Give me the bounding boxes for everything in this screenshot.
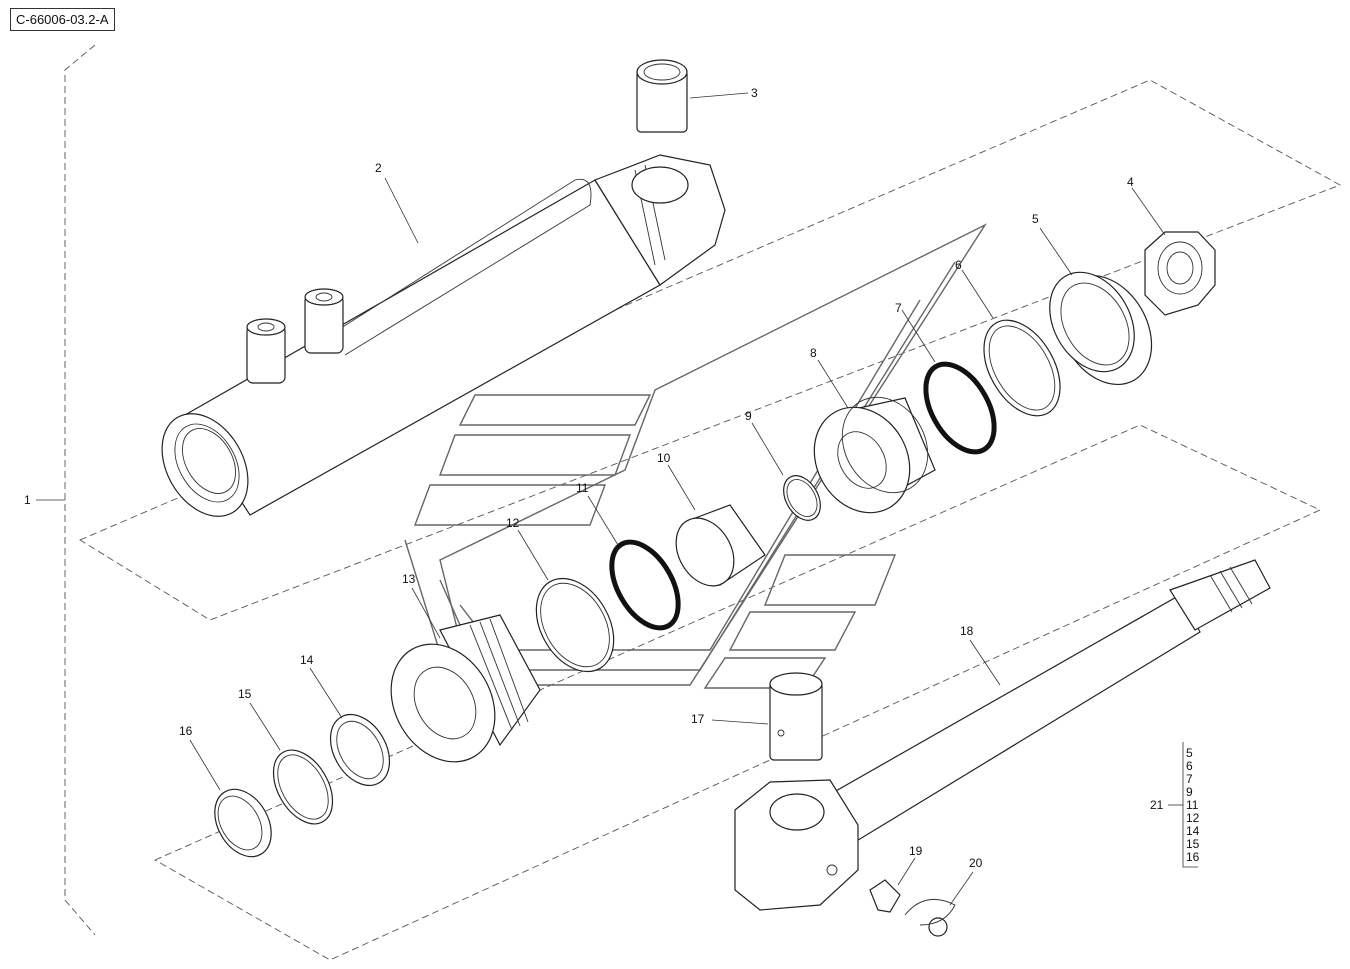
backup-ring <box>272 749 334 825</box>
callout-4: 4 <box>1127 175 1134 189</box>
piston <box>813 396 936 514</box>
callout-11: 11 <box>576 481 589 495</box>
callouts: 1 2 3 4 5 6 7 8 9 10 11 12 13 14 15 16 1… <box>24 86 1164 870</box>
callout-13: 13 <box>402 572 416 586</box>
cylinder-barrel <box>161 154 726 517</box>
callout-5: 5 <box>1032 212 1039 226</box>
piston-o-ring <box>923 361 997 455</box>
eye-bushing <box>636 59 688 133</box>
callout-15: 15 <box>238 687 252 701</box>
kit-item: 14 <box>1186 824 1200 838</box>
kit-item: 9 <box>1186 785 1193 799</box>
wear-ring <box>1049 271 1153 386</box>
fitting-cap <box>904 898 956 937</box>
kit-item: 12 <box>1186 811 1200 825</box>
piston-rod <box>734 559 1271 911</box>
callout-16: 16 <box>179 724 193 738</box>
callout-20: 20 <box>969 856 983 870</box>
kit-item: 6 <box>1186 759 1193 773</box>
dust-ring <box>214 788 272 858</box>
cylinder-head <box>390 614 541 763</box>
rod-seal <box>609 539 681 631</box>
piston-seal-ring <box>983 319 1061 417</box>
assembly-bracket <box>36 44 96 936</box>
callout-6: 6 <box>955 258 962 272</box>
callout-2: 2 <box>375 161 382 175</box>
leader-lines <box>189 92 1183 906</box>
callout-19: 19 <box>909 844 923 858</box>
grease-fitting <box>869 879 901 913</box>
callout-10: 10 <box>657 451 671 465</box>
head-o-ring <box>535 577 615 673</box>
kit-contents-list: 5 6 7 9 11 12 14 15 16 <box>1182 742 1200 868</box>
wiper-seal <box>329 714 391 786</box>
kit-item: 16 <box>1186 850 1200 864</box>
callout-7: 7 <box>895 301 902 315</box>
callout-14: 14 <box>300 653 314 667</box>
inner-o-ring <box>783 475 821 521</box>
callout-3: 3 <box>751 86 758 100</box>
callout-17: 17 <box>691 712 705 726</box>
callout-21: 21 <box>1150 798 1164 812</box>
kit-item: 11 <box>1186 798 1199 812</box>
rod-eye-bushing <box>769 672 823 761</box>
callout-1: 1 <box>24 493 31 507</box>
callout-18: 18 <box>960 624 974 638</box>
alignment-planes <box>79 79 1342 961</box>
piston-nut <box>1144 231 1216 316</box>
drawing-reference-code: C-66006-03.2-A <box>10 8 115 31</box>
kit-item: 15 <box>1186 837 1200 851</box>
kit-item: 7 <box>1186 772 1193 786</box>
callout-8: 8 <box>810 346 817 360</box>
callout-9: 9 <box>745 409 752 423</box>
kit-item: 5 <box>1186 746 1193 760</box>
spacer-sleeve <box>675 504 766 587</box>
callout-12: 12 <box>506 516 520 530</box>
